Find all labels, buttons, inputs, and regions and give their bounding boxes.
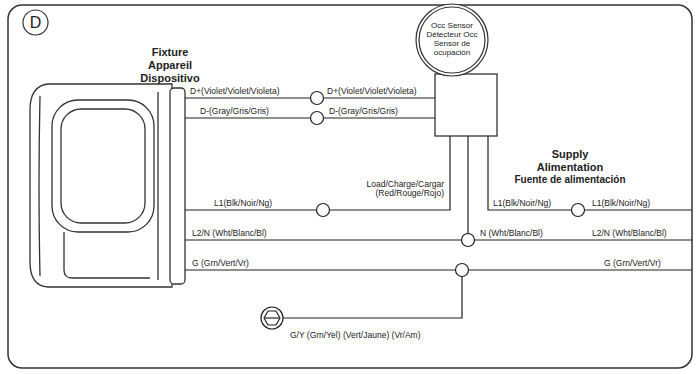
wire-label: G (Grn/Vert/Vr) (192, 259, 249, 268)
ground-screw-symbol (261, 307, 283, 329)
wire-label: L1(Blk/Noir/Ng) (214, 199, 272, 208)
wire-label: G (Grn/Vert/Vr) (604, 259, 661, 268)
section-heading: Alimentation (537, 161, 604, 173)
sensor-circle: Occ Sensor Détecteur Occ Sensor de ocupa… (415, 3, 489, 77)
wire-label: D-(Gray/Gris/Gris) (200, 107, 269, 116)
wire-label: N (Wht/Blanc/Bl) (480, 229, 543, 238)
section-heading: Dispositivo (140, 72, 199, 84)
wire-label: L2/N (Wht/Blanc/Bl) (192, 229, 267, 238)
wire-label: Load/Charge/Cargar (Red/Rouge/Rojo) (352, 180, 444, 199)
section-heading: Fuente de alimentación (514, 174, 625, 185)
wire-label: D+(Violet/Violet/Violeta) (327, 87, 417, 96)
sensor-housing (435, 74, 497, 136)
section-heading: Fixture (152, 46, 189, 58)
wire-label: G/Y (Grn/Yel) (Vert/Jaune) (Vr/Am) (290, 331, 421, 340)
section-heading: Supply (552, 148, 589, 160)
frame-border (8, 5, 692, 368)
panel-letter: D (22, 9, 49, 36)
wire-label: L1(Blk/Noir/Ng) (592, 199, 650, 208)
wire-label: D+(Violet/Violet/Violeta) (190, 87, 280, 96)
panel-letter-text: D (22, 14, 49, 32)
sensor-label: Occ Sensor Détecteur Occ Sensor de ocupa… (423, 22, 481, 57)
wire-label: L1(Blk/Noir/Ng) (493, 199, 551, 208)
section-heading: Appareil (148, 59, 192, 71)
fixture-illustration (30, 84, 185, 287)
wire-label: D-(Gray/Gris/Gris) (329, 107, 398, 116)
wire-label: L2/N (Wht/Blanc/Bl) (592, 229, 667, 238)
